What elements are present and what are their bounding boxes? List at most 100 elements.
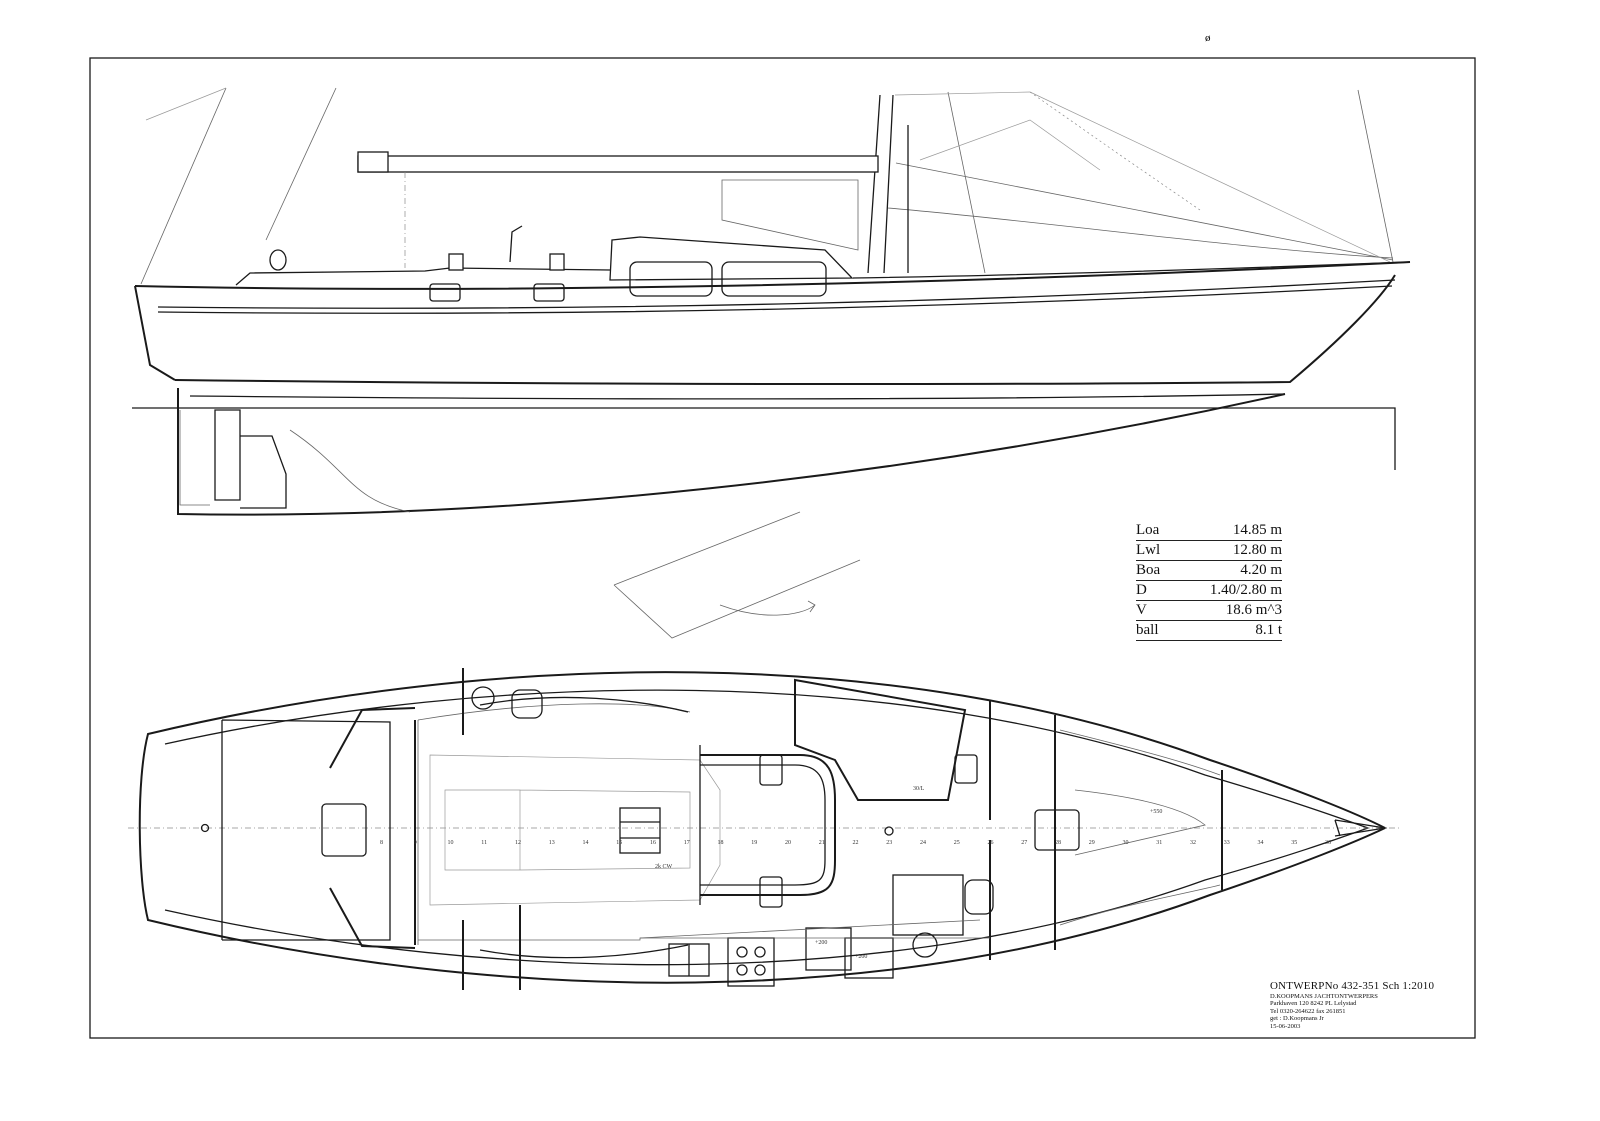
station-number: 33 (1224, 840, 1230, 846)
cockpit-note: 2k CW (655, 864, 673, 870)
company-phone: Tel 0320-264622 fax 261851 (1270, 1007, 1346, 1015)
window-aft (629, 261, 713, 297)
fwd-berth-vee (1074, 789, 1206, 856)
burner-1 (736, 946, 748, 958)
backstay (145, 87, 227, 121)
rudder (214, 409, 241, 501)
rubbing-strake (157, 279, 1396, 309)
spec-label: ball (1136, 622, 1159, 638)
station-number: 27 (1021, 840, 1027, 846)
station-number: 17 (684, 840, 690, 846)
station-number: 22 (853, 840, 859, 846)
waterline (132, 407, 1396, 470)
genoa-foot (887, 207, 1394, 259)
skeg-detail (179, 410, 210, 506)
deck-edge-inner (164, 689, 1370, 966)
station-number: 11 (481, 840, 487, 846)
toilet-fwd (964, 879, 994, 915)
station-number: 24 (920, 840, 926, 846)
station-number: 16 (650, 840, 656, 846)
toerail (852, 261, 1411, 279)
spec-row: Lwl 12.80 m (1136, 541, 1282, 561)
cockpit-hatch-b (759, 876, 783, 908)
hull-topsides (174, 274, 1396, 386)
burner-3 (736, 964, 748, 976)
companionway-steps (619, 807, 661, 854)
aft-cockpit (221, 719, 391, 941)
fwd-cabin-berth (1059, 729, 1221, 926)
aft-bulkhead-lines (414, 668, 521, 990)
spec-label: Lwl (1136, 542, 1161, 558)
saloon-outline (429, 754, 721, 906)
station-number: 15 (616, 840, 622, 846)
heads-basin-fwd (912, 932, 938, 958)
station-number: 12 (515, 840, 521, 846)
design-number: ONTWERPNo 432-351 Sch 1:2010 (1270, 980, 1435, 992)
station-number: 9 (414, 840, 417, 846)
station-number: 31 (1156, 840, 1162, 846)
underbody (177, 388, 1286, 516)
spec-value: 4.20 m (1240, 562, 1282, 578)
hull-plan-outline (138, 671, 1388, 984)
spec-value: 1.40/2.80 m (1209, 582, 1282, 598)
station-number: 20 (785, 840, 791, 846)
rudder-blade (240, 435, 287, 509)
station-number: 18 (718, 840, 724, 846)
station-number: 21 (819, 840, 825, 846)
deckhouse-roof (794, 678, 967, 801)
spec-label: Boa (1136, 562, 1161, 578)
sprayhood (721, 179, 859, 251)
station-number: 36 (1325, 840, 1331, 846)
burner-2 (754, 946, 766, 958)
spec-value: 14.85 m (1232, 522, 1282, 538)
side-profile (132, 87, 1411, 639)
station-number: 25 (954, 840, 960, 846)
drawn-by: get : D.Koopmans Jr (1270, 1015, 1324, 1023)
roof-hatch (954, 754, 978, 784)
station-number: 19 (751, 840, 757, 846)
station-number: 14 (583, 840, 589, 846)
drawing-date: 15-06-2003 (1270, 1022, 1301, 1030)
heads-basin (471, 686, 495, 710)
spec-value: 12.80 m (1232, 542, 1282, 558)
genoa-leech (1357, 89, 1394, 263)
sheer-line (134, 261, 1411, 290)
rubbing-strake-lower (157, 285, 1393, 314)
drawing-border (89, 57, 1476, 1039)
corner-mark: ø (1205, 32, 1211, 44)
keel-outline (289, 429, 411, 513)
deckhouse (609, 236, 854, 281)
lifting-keel (613, 511, 861, 639)
forestay (895, 162, 1394, 261)
aft-hatch (321, 803, 367, 857)
bow-fitting (1334, 819, 1386, 837)
transom (134, 285, 176, 381)
winch-aft (448, 253, 464, 271)
burner-4 (754, 964, 766, 976)
life-ring (269, 249, 287, 271)
station-number: 10 (448, 840, 454, 846)
winch-fwd (549, 253, 565, 271)
station-number: 26 (988, 840, 994, 846)
step-lines (620, 821, 660, 839)
station-number: 23 (886, 840, 892, 846)
side-deck-line (639, 919, 981, 939)
berth-label-a: +200 (815, 940, 827, 946)
boom (357, 155, 879, 173)
spec-row: Boa 4.20 m (1136, 561, 1282, 581)
title-block: ONTWERPNo 432-351 Sch 1:2010 D.KOOPMANS … (1270, 980, 1470, 1030)
station-number: 34 (1258, 840, 1264, 846)
station-number: 13 (549, 840, 555, 846)
window-fwd (721, 261, 827, 297)
handrail-stanchion (509, 225, 523, 263)
station-number: 35 (1291, 840, 1297, 846)
mainsail-diagonal (265, 87, 337, 241)
dot-rigging (1029, 91, 1201, 211)
station-number: 28 (1055, 840, 1061, 846)
station-number: 29 (1089, 840, 1095, 846)
deck-plan (128, 668, 1400, 990)
